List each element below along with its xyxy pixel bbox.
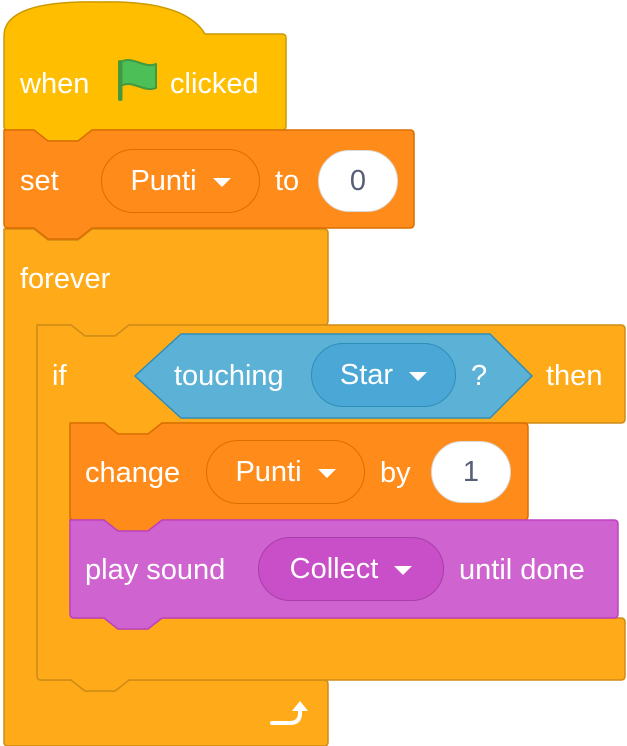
dropdown-caret-icon xyxy=(317,468,336,478)
dropdown-caret-icon xyxy=(212,177,231,187)
to-label: to xyxy=(275,165,300,197)
change-variable-dropdown[interactable]: Punti xyxy=(206,440,365,504)
change-variable-name: Punti xyxy=(235,455,302,488)
when-label: when xyxy=(20,68,90,100)
dropdown-caret-icon xyxy=(394,565,413,575)
loop-arrow-icon xyxy=(270,701,308,725)
if-label: if xyxy=(52,360,67,392)
by-label: by xyxy=(380,457,411,489)
set-variable-name: Punti xyxy=(130,164,197,197)
touching-target-name: Star xyxy=(339,358,394,391)
set-label: set xyxy=(20,165,59,197)
sound-name: Collect xyxy=(289,552,379,585)
change-label: change xyxy=(85,457,181,489)
sound-dropdown[interactable]: Collect xyxy=(258,537,444,601)
until-done-label: until done xyxy=(459,554,585,586)
set-variable-dropdown[interactable]: Punti xyxy=(101,149,260,213)
question-mark: ? xyxy=(471,360,488,392)
forever-label: forever xyxy=(20,263,111,295)
play-sound-label: play sound xyxy=(85,554,226,586)
green-flag-icon xyxy=(118,59,157,101)
touching-label: touching xyxy=(174,360,284,392)
clicked-label: clicked xyxy=(170,68,259,100)
dropdown-caret-icon xyxy=(409,371,428,381)
then-label: then xyxy=(546,360,603,392)
touching-target-dropdown[interactable]: Star xyxy=(311,343,456,407)
set-value-input[interactable]: 0 xyxy=(318,150,398,212)
change-value-input[interactable]: 1 xyxy=(431,441,511,503)
